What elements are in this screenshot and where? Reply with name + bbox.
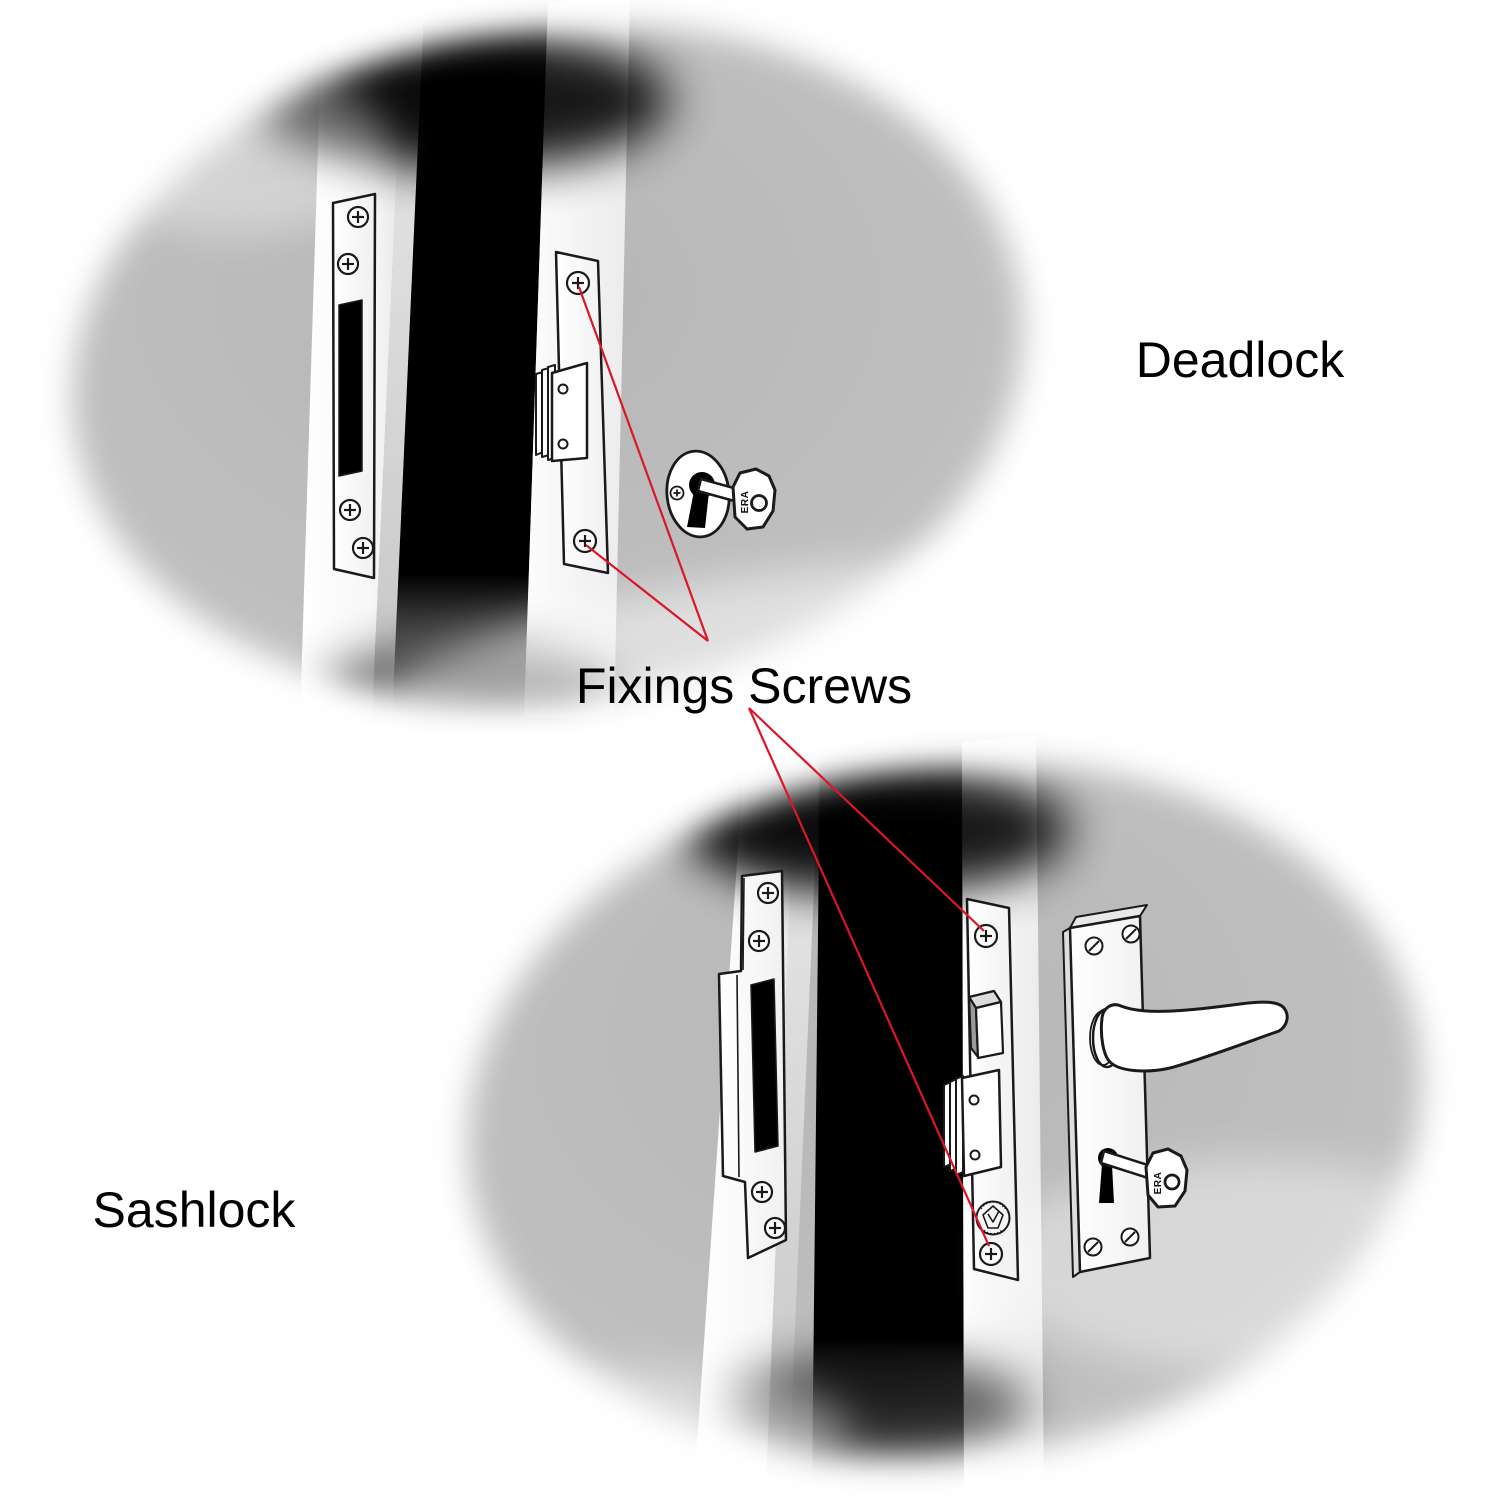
deadlock-door-frame	[90, 0, 1016, 745]
door-gap-band	[392, 2, 548, 718]
strike-plate-fold-line	[742, 877, 745, 971]
highlight-sweep	[384, 562, 1016, 718]
sashlock-faceplate	[943, 897, 1020, 1282]
deadlock-strike-plate	[331, 192, 377, 580]
screw-icon	[351, 536, 375, 560]
annotation-line	[747, 707, 991, 1247]
lever-handle	[1089, 1000, 1289, 1073]
screw-icon	[336, 252, 360, 276]
fixings-screws-annotation	[577, 286, 991, 1247]
screw-icon	[747, 929, 771, 953]
highlight-bottom	[430, 1370, 850, 1490]
key-bow-hole	[750, 494, 768, 512]
highlight-topleft	[90, 65, 390, 235]
annotation-line	[585, 544, 709, 642]
slotted-screw-icon	[1120, 1227, 1140, 1247]
frame-reveal-strip	[766, 750, 820, 1488]
gap-shadow-top2	[680, 778, 900, 858]
screw-icon	[338, 498, 362, 522]
frame-reveal-strip	[372, 10, 424, 718]
latchbolt	[967, 989, 1005, 1060]
slotted-screw-icon	[1083, 1237, 1103, 1257]
fixings-screws-label: Fixings Screws	[576, 658, 912, 714]
screw-icon	[572, 528, 598, 554]
deadbolt	[943, 1068, 1003, 1178]
door-gap-band	[812, 742, 964, 1488]
key-engraving: ERA	[740, 491, 751, 514]
handle-plate-face	[1068, 914, 1152, 1274]
sashlock-panel: ERA	[430, 730, 1500, 1500]
escutcheon-screw-icon	[669, 485, 685, 501]
screw-icon	[973, 923, 999, 949]
deadlock-label: Deadlock	[1136, 332, 1345, 388]
highlight-sweep	[990, 1160, 1500, 1370]
strike-plate-slot	[750, 978, 779, 1153]
screw-icon	[978, 1241, 1004, 1267]
lever	[1099, 1000, 1289, 1073]
annotation-line	[748, 707, 985, 932]
screw-icon	[756, 881, 780, 905]
key-icon: ERA	[1099, 1147, 1189, 1209]
screw-icon	[763, 1216, 787, 1240]
deadbolt	[535, 361, 589, 463]
strike-plate-slot	[338, 299, 363, 477]
strike-plate-fold-line	[736, 974, 740, 1178]
key-bow-hole	[1163, 1173, 1181, 1191]
deadlock-panel: ERA	[30, 0, 1090, 760]
key-engraving: ERA	[1153, 1172, 1164, 1195]
screw-icon	[750, 1180, 774, 1204]
sashlock-label: Sashlock	[93, 1182, 297, 1238]
annotation-line	[577, 286, 710, 642]
key-icon: ERA	[696, 467, 777, 531]
sashlock-strike-plate	[717, 869, 788, 1260]
screw-icon	[346, 205, 370, 229]
screw-icon	[565, 270, 591, 296]
slotted-screw-icon	[1121, 924, 1141, 944]
handle-plate	[1062, 904, 1289, 1278]
slotted-screw-icon	[1084, 936, 1104, 956]
